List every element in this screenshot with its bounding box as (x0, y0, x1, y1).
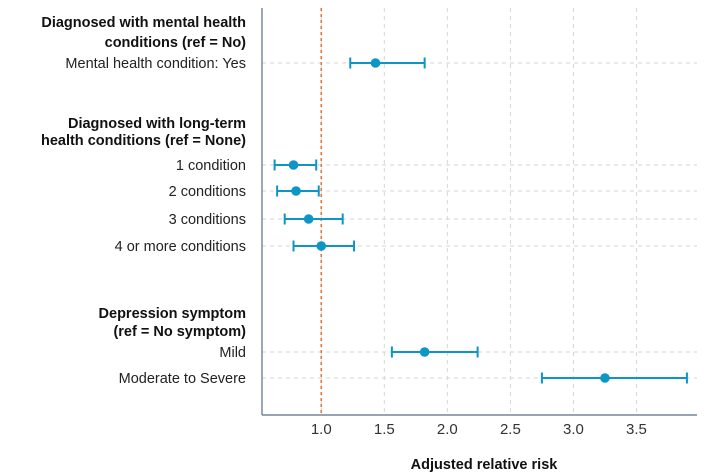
group-header: Depression symptom (99, 306, 246, 322)
row-label: 3 conditions (169, 212, 246, 228)
point-estimate (370, 58, 381, 68)
group-header: Diagnosed with mental health (41, 15, 246, 31)
point-estimate (419, 347, 430, 357)
marks-layer (273, 57, 688, 384)
point-estimate (600, 373, 610, 383)
x-tick-label: 3.0 (563, 421, 584, 438)
row-label: 4 or more conditions (115, 239, 246, 255)
grid-layer (262, 8, 697, 415)
x-tick-label: 2.5 (500, 421, 521, 438)
group-header: Diagnosed with long-term (68, 116, 246, 132)
x-tick-label: 2.0 (437, 421, 458, 438)
x-tick-label: 1.0 (311, 421, 332, 438)
row-label: Mental health condition: Yes (65, 56, 246, 72)
label-layer: Diagnosed with mental health conditions (… (41, 15, 246, 387)
axis-layer: 1.0 1.5 2.0 2.5 3.0 3.5 (261, 8, 697, 438)
point-estimate (291, 186, 301, 196)
row-label: Moderate to Severe (119, 371, 246, 387)
group-header: health conditions (ref = None) (41, 133, 246, 149)
point-estimate (288, 160, 299, 170)
row-label: 1 condition (176, 158, 246, 174)
row-label: Mild (219, 345, 246, 361)
point-estimate (303, 214, 314, 224)
group-header: (ref = No symptom) (113, 324, 246, 340)
x-axis-title: Adjusted relative risk (411, 457, 559, 473)
x-tick-label: 3.5 (626, 421, 647, 438)
group-header: conditions (ref = No) (105, 35, 247, 51)
point-estimate (316, 241, 327, 251)
x-tick-label: 1.5 (374, 421, 395, 438)
row-label: 2 conditions (169, 184, 246, 200)
